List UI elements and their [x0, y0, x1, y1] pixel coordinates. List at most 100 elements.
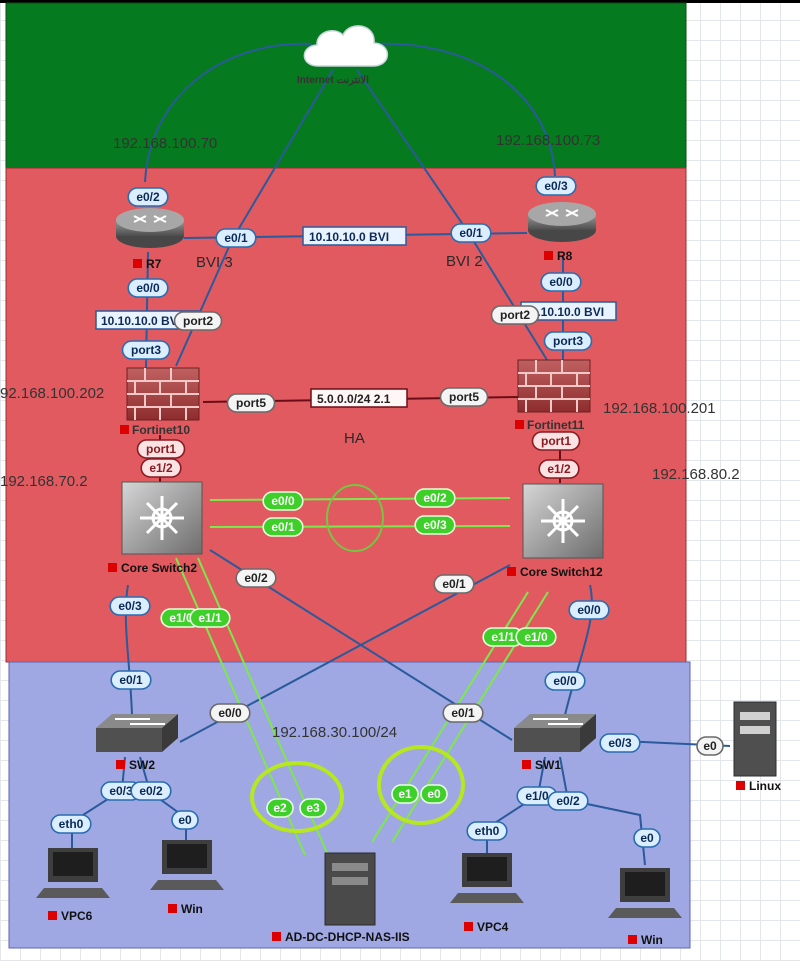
port-pill-label: port5 — [236, 396, 266, 410]
port-r8-e00[interactable]: e0/0 — [540, 272, 582, 292]
port-r7-e02[interactable]: e0/2 — [127, 187, 169, 207]
server-linux[interactable] — [733, 701, 777, 777]
port-sw1-e02[interactable]: e0/2 — [547, 791, 589, 811]
port-pill-bg — [442, 703, 484, 723]
port-pill-label: e0 — [640, 831, 654, 845]
port-core12-e02[interactable]: e0/2 — [414, 488, 456, 508]
port-fg10-port5[interactable]: port5 — [226, 393, 276, 413]
port-core2-e02[interactable]: e0/2 — [235, 568, 277, 588]
port-sw1-e03[interactable]: e0/3 — [599, 733, 641, 753]
router-r8-top — [528, 202, 596, 226]
port-vpc6-eth0[interactable]: eth0 — [50, 814, 92, 834]
port-pill-label: e1/1 — [198, 611, 222, 625]
port-fg11-port1[interactable]: port1 — [531, 431, 581, 451]
port-winr-e0[interactable]: e0 — [633, 828, 661, 848]
port-linux-e0[interactable]: e0 — [696, 736, 724, 756]
core-switch2[interactable] — [121, 481, 203, 555]
port-fg10-port3[interactable]: port3 — [121, 340, 171, 360]
firewall-fg10-bricks-icon — [127, 368, 199, 420]
marker-vpc4 — [464, 922, 473, 931]
fg10-name: Fortinet10 — [132, 423, 190, 437]
port-fg11-port3[interactable]: port3 — [543, 331, 593, 351]
pc-win-left[interactable] — [150, 840, 224, 890]
port-core12-e10[interactable]: e1/0 — [515, 627, 557, 647]
pc-win-right[interactable] — [608, 868, 682, 918]
port-fg11-port2[interactable]: port2 — [490, 305, 540, 325]
pc-win-right-keyboard — [608, 908, 682, 918]
bvi-r7r8-label: 10.10.10.0 BVI — [309, 230, 389, 244]
switch-sw2-front — [96, 728, 162, 752]
port-pill-bg — [547, 791, 589, 811]
marker-fg10 — [120, 425, 129, 434]
port-srv-e3[interactable]: e3 — [299, 798, 327, 818]
server-ip: 192.168.30.100/24 — [272, 724, 397, 741]
port-core12-e03[interactable]: e0/3 — [414, 515, 456, 535]
pc-vpc4-keyboard — [450, 893, 524, 903]
switch-sw1-arrows-icon — [533, 718, 583, 725]
port-sw2-e02[interactable]: e0/2 — [130, 781, 172, 801]
port-srv-e1[interactable]: e1 — [391, 784, 419, 804]
port-pill-label: e0/0 — [271, 494, 295, 508]
port-r7-e01[interactable]: e0/1 — [215, 228, 257, 248]
firewall-fg11[interactable] — [517, 359, 591, 413]
port-r8-e01[interactable]: e0/1 — [450, 223, 492, 243]
port-pill-label: e1/1 — [491, 630, 515, 644]
port-pill-label: e0/2 — [244, 571, 268, 585]
port-core2-e01[interactable]: e0/1 — [262, 517, 304, 537]
port-core12-e11[interactable]: e1/1 — [482, 627, 524, 647]
port-pill-label: eth0 — [475, 824, 500, 838]
router-r7[interactable] — [116, 208, 184, 248]
router-r7-arrows-icon — [133, 215, 167, 223]
port-core2-e12[interactable]: e1/2 — [140, 458, 182, 478]
server-linux-panel2 — [740, 726, 770, 734]
port-winl-e0[interactable]: e0 — [171, 810, 199, 830]
port-srv-e0[interactable]: e0 — [420, 784, 448, 804]
port-pill-label: e2 — [273, 801, 287, 815]
port-sw2-e00[interactable]: e0/0 — [209, 703, 251, 723]
port-sw2-e01[interactable]: e0/1 — [110, 670, 152, 690]
port-r8-e03[interactable]: e0/3 — [535, 176, 577, 196]
port-pill-label: e1/0 — [524, 630, 548, 644]
pc-vpc6[interactable] — [36, 848, 110, 898]
port-pill-bg — [414, 515, 456, 535]
pc-vpc4[interactable] — [450, 853, 524, 903]
port-core2-e00[interactable]: e0/0 — [262, 491, 304, 511]
port-core2-e03[interactable]: e0/3 — [109, 596, 151, 616]
port-pill-bg — [140, 458, 182, 478]
port-vpc4-eth0[interactable]: eth0 — [466, 821, 508, 841]
port-pill-bg — [439, 387, 489, 407]
core-switch12[interactable] — [522, 483, 604, 559]
port-srv-e2[interactable]: e2 — [266, 798, 294, 818]
link-sw2-vpc6 — [71, 756, 126, 848]
marker-sw2 — [116, 760, 125, 769]
firewall-fg10[interactable] — [126, 367, 200, 421]
fg10-mgmt-ip: 92.168.100.202 — [0, 385, 104, 402]
port-pill-label: e1/2 — [149, 461, 173, 475]
sw1-name: SW1 — [535, 758, 561, 772]
port-core12-e01[interactable]: e0/1 — [433, 574, 475, 594]
port-core12-e00[interactable]: e0/0 — [568, 600, 610, 620]
link-internet-r8 — [374, 42, 556, 177]
switch-sw2[interactable] — [96, 714, 178, 752]
port-core2-e11[interactable]: e1/1 — [189, 608, 231, 628]
port-fg10-port2[interactable]: port2 — [173, 311, 223, 331]
port-pill-label: e0/1 — [119, 673, 143, 687]
vpc6-name: VPC6 — [61, 909, 93, 923]
server-ad[interactable] — [324, 852, 376, 926]
port-pill-bg — [136, 439, 186, 459]
port-pill-bg — [110, 670, 152, 690]
port-fg10-port1[interactable]: port1 — [136, 439, 186, 459]
port-sw2-e03[interactable]: e0/3 — [100, 781, 142, 801]
port-sw1-e01[interactable]: e0/1 — [442, 703, 484, 723]
switch-sw1-side — [580, 714, 596, 752]
router-r8[interactable] — [528, 202, 596, 242]
port-fg11-port5[interactable]: port5 — [439, 387, 489, 407]
link-core12-sw1 — [564, 584, 593, 716]
port-core12-e12[interactable]: e1/2 — [538, 459, 580, 479]
server-ad-panel — [332, 863, 368, 871]
port-sw1-e00[interactable]: e0/0 — [544, 671, 586, 691]
port-r7-e00[interactable]: e0/0 — [127, 278, 169, 298]
port-sw1-e10[interactable]: e1/0 — [516, 786, 558, 806]
r8-wan-ip: 192.168.100.73 — [496, 132, 600, 149]
switch-sw1[interactable] — [514, 714, 596, 752]
